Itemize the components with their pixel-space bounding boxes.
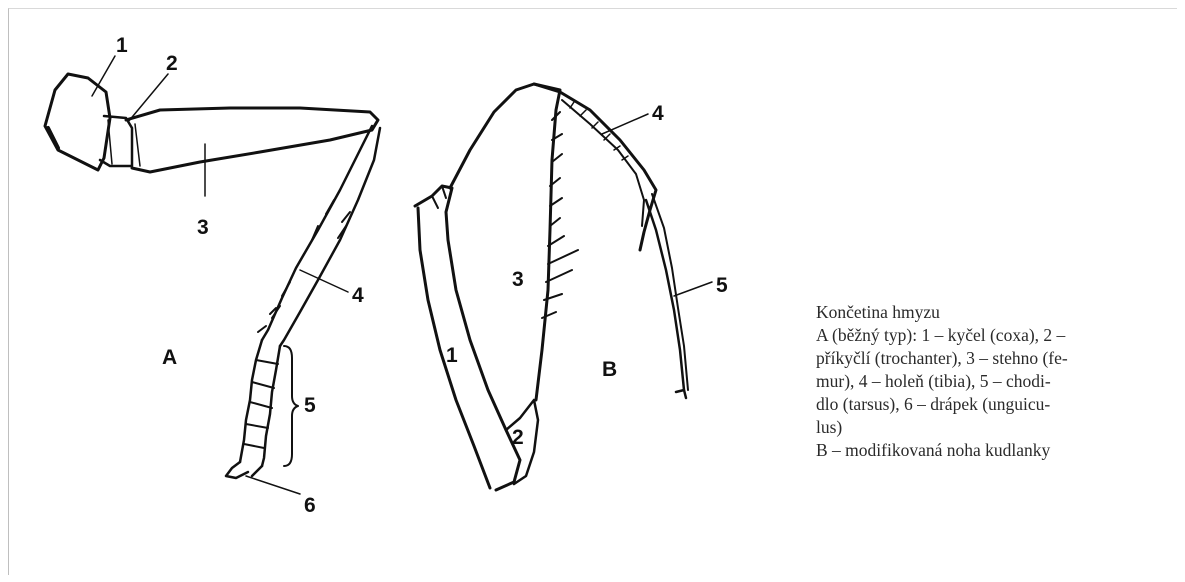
label-b-1: 1 [446, 344, 458, 367]
leg-b [415, 84, 712, 490]
label-a-4: 4 [352, 284, 364, 307]
label-b-3: 3 [512, 268, 524, 291]
figure-caption: Končetina hmyzu A (běžný typ): 1 – kyčel… [816, 301, 1171, 462]
caption-title: Končetina hmyzu [816, 301, 1171, 324]
tarsus-b-shape [646, 200, 686, 398]
label-a-5: 5 [304, 394, 316, 417]
panel-a-label: A [162, 346, 177, 369]
caption-line: B – modifikovaná noha kudlanky [816, 439, 1171, 462]
label-b-5: 5 [716, 274, 728, 297]
coxa-shape [45, 74, 110, 170]
femur-shape [126, 108, 378, 172]
caption-line: příkyčlí (trochanter), 3 – stehno (fe- [816, 347, 1171, 370]
leg-a [45, 56, 380, 494]
label-a-3: 3 [197, 216, 209, 239]
caption-line: dlo (tarsus), 6 – drápek (unguicu- [816, 393, 1171, 416]
label-a-2: 2 [166, 52, 178, 75]
label-b-2: 2 [512, 426, 524, 449]
caption-line: A (běžný typ): 1 – kyčel (coxa), 2 – [816, 324, 1171, 347]
labels-a: 1 2 3 4 5 6 A [116, 34, 364, 517]
caption-line: mur), 4 – holeň (tibia), 5 – chodi- [816, 370, 1171, 393]
label-a-6: 6 [304, 494, 316, 517]
label-a-1: 1 [116, 34, 128, 57]
panel-b-label: B [602, 358, 617, 381]
caption-line: lus) [816, 416, 1171, 439]
femur-b-shape [450, 84, 560, 400]
coxa-b-shape [415, 186, 520, 490]
label-b-4: 4 [652, 102, 664, 125]
claw-shape [226, 462, 262, 478]
tarsus-bracket [284, 346, 298, 466]
